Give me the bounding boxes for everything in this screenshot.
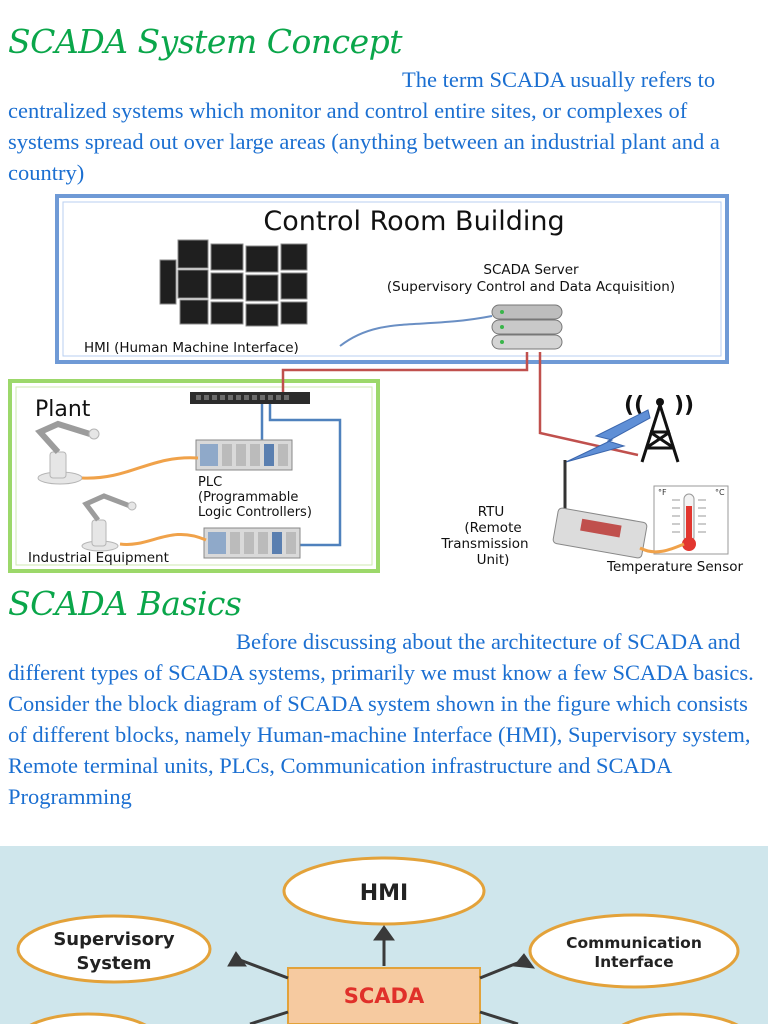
scada-server-label: SCADA Server xyxy=(483,262,579,278)
network-switch-icon xyxy=(190,392,310,404)
basics-paragraph-text: Before discussing about the architecture… xyxy=(8,629,754,809)
plant-label: Plant xyxy=(35,397,91,422)
thermometer-icon: °F °C xyxy=(653,485,729,555)
industrial-equipment-label: Industrial Equipment xyxy=(28,550,169,566)
plc-label-line-2: (Programmable xyxy=(198,490,298,505)
scada-block-diagram: HMI Supervisory System Communication Int… xyxy=(0,846,768,1024)
rtu-device-icon xyxy=(552,460,648,559)
lightning-bolt-icon xyxy=(565,409,651,463)
radio-tower-icon: (( )) xyxy=(624,393,694,463)
concept-paragraph-text: The term SCADA usually refers to central… xyxy=(8,67,720,185)
rtu-label-line-1: RTU xyxy=(478,504,505,520)
robot-arm-icon xyxy=(35,420,100,485)
svg-text:°F: °F xyxy=(658,488,667,497)
rtu-label-line-4: Unit) xyxy=(477,552,510,568)
svg-text:Supervisory: Supervisory xyxy=(53,929,175,950)
concept-paragraph: The term SCADA usually refers to central… xyxy=(8,64,760,188)
scada-overview-figure: Control Room Building SCADA Server (Supe… xyxy=(8,194,744,575)
svg-text:)): )) xyxy=(674,393,694,418)
scada-center-label: SCADA xyxy=(344,984,425,1008)
svg-text:System: System xyxy=(77,953,152,974)
svg-text:Interface: Interface xyxy=(594,953,673,971)
scada-server-sublabel: (Supervisory Control and Data Acquisitio… xyxy=(387,279,675,295)
svg-text:°C: °C xyxy=(715,488,725,497)
svg-text:Communication: Communication xyxy=(566,934,702,952)
control-room-title: Control Room Building xyxy=(263,206,564,237)
hmi-block-label: HMI xyxy=(360,881,409,906)
plc-label-line-1: PLC xyxy=(198,475,222,490)
section-title-scada-system-concept: SCADA System Concept xyxy=(8,22,403,61)
plc-device-icon xyxy=(195,439,293,471)
section-title-scada-basics: SCADA Basics xyxy=(8,584,242,623)
hmi-label: HMI (Human Machine Interface) xyxy=(84,340,299,356)
plc-device-icon-2 xyxy=(203,527,301,559)
supervisory-system-block: Supervisory System xyxy=(16,914,212,984)
robot-arm-icon-2 xyxy=(81,493,137,552)
svg-text:((: (( xyxy=(624,393,644,418)
rtu-label-line-2: (Remote xyxy=(464,520,521,536)
hmi-block: HMI xyxy=(282,856,486,926)
communication-interface-block: Communication Interface xyxy=(528,913,740,989)
temperature-sensor-label: Temperature Sensor xyxy=(606,559,744,575)
plc-label-line-3: Logic Controllers) xyxy=(198,505,312,520)
rtu-label-line-3: Transmission xyxy=(440,536,528,552)
scada-center-block: SCADA xyxy=(287,967,481,1024)
server-database-icon xyxy=(491,304,563,350)
basics-paragraph: Before discussing about the architecture… xyxy=(8,626,760,812)
monitor-wall-icon xyxy=(150,236,308,328)
